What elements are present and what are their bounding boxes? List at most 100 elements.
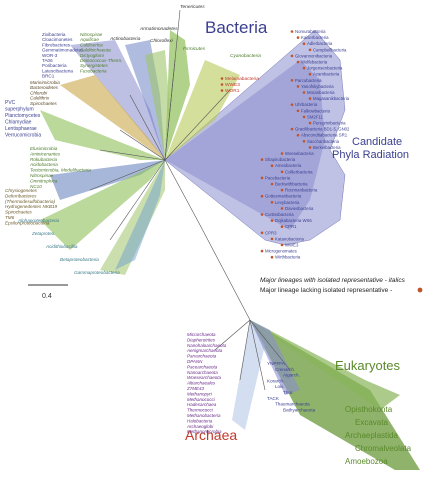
lineage-label-top-2: Actinobacteria: [109, 36, 141, 42]
lineage-label-archaea-9: Altiarchaeales: [186, 381, 216, 386]
lineage-label-left_mid-1: Bacteroidetes: [30, 85, 59, 90]
lineage-label-proteo-2: Acidithiobacillia: [45, 244, 78, 249]
lineage-dot: [260, 249, 264, 253]
lineage-label-left_mid2-6: Omnitrophica: [30, 178, 58, 183]
lineage-dot: [270, 237, 274, 241]
lineage-dot: [270, 201, 274, 204]
lineage-label-euk-4: Amoebozoa: [345, 457, 388, 466]
lineage-label-cpr-17: Absconditabacteria SR1: [301, 133, 348, 138]
tree-branches: [89, 9, 291, 391]
lineage-label-left_upper2-5: Deinococcus-Therm.: [80, 58, 122, 63]
lineage-label-archaea-13: Hadesarchaea: [187, 402, 217, 407]
lineage-label-cpr-26: Roizmanbacteria: [285, 188, 318, 193]
lineage-label-left_mid-2: Chlorobi: [30, 90, 48, 95]
lineage-dot: [280, 225, 284, 228]
lineage-label-archaea-11: Methanopyri: [187, 391, 213, 396]
lineage-dot: [260, 213, 264, 216]
lineage-label-pvc-2: Planctomycetes: [5, 113, 41, 119]
lineage-label-cpr-24: Pacebacteria: [265, 175, 291, 180]
lineage-label-left_upper-3: Gemmatimonadetes: [42, 48, 84, 53]
lineage-label-euk-0: Opisthokonta: [345, 405, 393, 414]
cpr-title-1: Candidate: [352, 136, 402, 148]
lineage-label-cpr-25: Beckwithbacteria: [275, 182, 308, 187]
lineage-label-archaea-16: Halobacteria: [187, 418, 213, 423]
lineage-label-left_mid-3: Caldithrix: [30, 96, 50, 101]
lineage-dot: [296, 60, 300, 64]
lineage-label-top-0: Tenericutes: [180, 4, 205, 10]
proteo-fan: [100, 160, 165, 275]
lineage-dot: [260, 231, 264, 235]
lineage-dot: [290, 127, 294, 131]
bacteria-title: Bacteria: [205, 18, 268, 37]
lineage-dot: [270, 255, 274, 259]
lineage-label-left_low-5: TM6: [5, 215, 15, 220]
lineage-label-left_upper2-3: Calditrichaeota: [80, 48, 111, 53]
lineage-label-left_low-4: Spirochaetes: [5, 210, 33, 215]
alpha-fan: [40, 160, 165, 250]
lineage-label-cpr-18: Saccharibacteria: [307, 139, 340, 144]
lineage-label-cpr-32: CPR1: [285, 224, 297, 229]
lineage-label-left_mid2-5: Nitrospinae: [30, 173, 54, 178]
lineage-label-cpr-36: Microgenomates: [265, 249, 297, 254]
scale-bar: 0.4: [28, 284, 68, 300]
lineage-label-pvc-1: superphylum: [5, 107, 34, 113]
lineage-dot: [280, 152, 284, 155]
lineage-label-left_upper2-0: Nitrospirae: [80, 32, 103, 37]
lineage-label-tack-2: Aigarch.: [283, 373, 300, 378]
lineage-label-left_upper-5: TA06: [42, 58, 53, 63]
lineage-dot: [280, 188, 284, 192]
lineage-label-left_mid2-4: Tectomicrobia, Modulibacteria: [30, 168, 91, 173]
lineage-label-archaea-3: Aenigmarchaeota: [186, 348, 223, 353]
lineage-label-mid-1: WWE3: [225, 82, 240, 88]
lineage-label-cpr-37: Wirthbacteria: [275, 255, 301, 260]
lineage-label-cpr-23: Collierbacteria: [285, 169, 313, 174]
lineage-label-left_mid-4: Spirochaetes: [30, 101, 58, 106]
lineage-dot: [308, 48, 312, 52]
lineage-label-proteo-4: Gammaproteobacteria: [74, 270, 120, 275]
lineage-dot: [270, 164, 274, 167]
lineage-dot: [308, 97, 312, 100]
lineage-label-left_mid2-0: Elusimicrobia: [30, 146, 58, 151]
archaea-fan: [232, 320, 265, 430]
lineage-label-left_mid-0: Marinimicrobia: [30, 80, 60, 85]
lineage-label-cpr-9: Yanofskybacteria: [301, 84, 334, 89]
lineage-label-cpr-1: Kaiserbacteria: [301, 35, 329, 40]
pvc-fan: [40, 110, 165, 160]
lineage-label-left_upper2-6: Synergistetes: [80, 63, 109, 68]
lineage-label-cpr-35: WWE3: [285, 243, 299, 248]
lineage-label-pvc-0: PVC: [5, 100, 16, 106]
lineage-dot: [302, 91, 306, 94]
lineage-dot: [220, 83, 224, 86]
lineage-dot: [296, 109, 300, 113]
lineage-label-mid-2: WOR1: [225, 88, 240, 94]
lineage-dot: [290, 103, 294, 106]
cpr-title-2: Phyla Radiation: [332, 149, 409, 161]
lineage-label-cpr-14: SM2F11: [307, 114, 324, 119]
lineage-label-archaea-0: Micrarchaeota: [187, 332, 216, 337]
lineage-label-left_upper-0: Zixibacteria: [42, 32, 66, 37]
lineage-label-left_upper2-4: Dictyoglomi: [80, 53, 105, 58]
lineage-label-top-3: Chloroflexi: [150, 38, 174, 44]
lineage-label-cpr-12: Uhrbacteria: [295, 102, 318, 107]
lineage-label-tack-0: YNPFFA: [267, 361, 286, 366]
lineage-label-cpr-30: Curtissbacteria: [265, 212, 294, 217]
lineage-dot: [270, 219, 274, 222]
lineage-label-archaea-1: Diapherotrites: [187, 337, 216, 342]
lineage-label-euk-3: Chromalveolata: [355, 444, 412, 453]
lineage-label-proteo-3: Betaproteobacteria: [60, 257, 99, 262]
lineage-label-mid-0: Melainabacteria: [225, 76, 259, 82]
lineage-label-left_mid2-2: Rokubacteria: [30, 157, 58, 162]
lineage-dot: [280, 170, 284, 174]
lineage-label-archaea-14: Thermococci: [187, 408, 214, 413]
left-blue-fan: [50, 160, 165, 200]
legend-dot: [417, 287, 423, 293]
lineage-label-archaea-12: Methanococci: [187, 397, 216, 402]
cpr-inner-fan: [165, 60, 325, 230]
lineage-label-tack-3: Korarch.: [267, 378, 284, 383]
lineage-label-pvc-4: Lentisphaerae: [5, 126, 37, 132]
lineage-label-left_upper2-1: Aquificae: [79, 37, 99, 42]
lineage-label-archaea-7: Nanoarchaeota: [187, 370, 218, 375]
lineage-label-left_low-6: Epsilonproteobacteria: [5, 220, 50, 225]
lineage-dot: [302, 115, 306, 119]
eukaryotes-title: Eukaryotes: [335, 358, 401, 373]
